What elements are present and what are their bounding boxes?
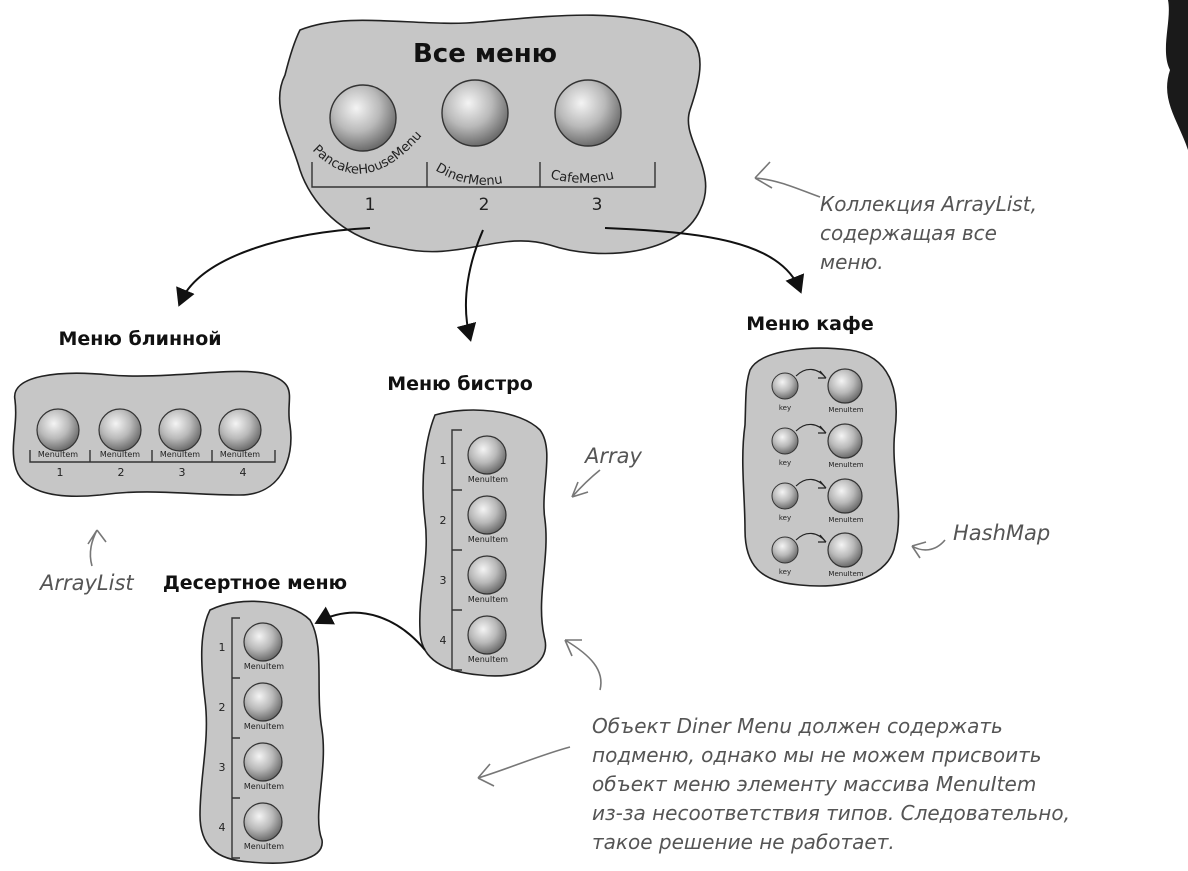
- annotation-arrow-problem-left: [478, 747, 570, 786]
- menu-item-ball-icon: [244, 803, 282, 841]
- menu-ball-icon: [330, 85, 396, 151]
- value-ball-icon: [828, 533, 862, 567]
- cafe-item-label: MenuItem: [828, 570, 863, 578]
- cafe-key-label: key: [779, 404, 791, 412]
- key-ball-icon: [772, 428, 798, 454]
- annotation-arrow-hashmap: [912, 540, 945, 558]
- annotation-arrow-arraylist-all: [755, 162, 820, 197]
- pancake-index: 1: [57, 466, 64, 479]
- pancake-menu-title: Меню блинной: [58, 328, 221, 350]
- annotation-problem-line4: из-за несоответствия типов. Следовательн…: [592, 801, 1070, 825]
- cafe-key-label: key: [779, 459, 791, 467]
- diner-item-label: MenuItem: [468, 655, 508, 664]
- value-ball-icon: [828, 369, 862, 403]
- cafe-menu-title: Меню кафе: [746, 313, 873, 335]
- cafe-key-label: key: [779, 568, 791, 576]
- pancake-index: 4: [240, 466, 247, 479]
- index-1: 1: [365, 195, 376, 215]
- diner-menu-title: Меню бистро: [387, 373, 533, 395]
- diner-item-label: MenuItem: [468, 475, 508, 484]
- pancake-item-label: MenuItem: [160, 450, 200, 459]
- annotation-arrow-array: [572, 470, 600, 497]
- diner-index: 2: [440, 514, 447, 527]
- cafe-item-label: MenuItem: [828, 461, 863, 469]
- index-3: 3: [592, 195, 603, 215]
- dessert-item-label: MenuItem: [244, 722, 284, 731]
- pancake-item-label: MenuItem: [220, 450, 260, 459]
- diner-index: 1: [440, 454, 447, 467]
- pancake-item-label: MenuItem: [100, 450, 140, 459]
- diner-item-label: MenuItem: [468, 535, 508, 544]
- diner-menu-group: Меню бистро MenuItem MenuItem MenuItem M…: [387, 373, 547, 676]
- cafe-menu-blob: [743, 348, 899, 586]
- cafe-menu-group: Меню кафе key key key key MenuItem MenuI…: [743, 313, 899, 586]
- pancake-item-label: MenuItem: [38, 450, 78, 459]
- menu-item-ball-icon: [244, 623, 282, 661]
- annotation-arrow-arraylist: [88, 530, 106, 566]
- value-ball-icon: [828, 424, 862, 458]
- annotation-array: Array: [583, 444, 643, 468]
- annotation-arraylist-all-line3: меню.: [820, 250, 884, 274]
- arrow-to-pancake: [180, 228, 370, 303]
- key-ball-icon: [772, 537, 798, 563]
- menu-item-ball-icon: [244, 743, 282, 781]
- index-2: 2: [479, 195, 490, 215]
- annotation-hashmap: HashMap: [953, 521, 1050, 545]
- pancake-index: 3: [179, 466, 186, 479]
- dessert-index: 3: [219, 761, 226, 774]
- dessert-item-label: MenuItem: [244, 842, 284, 851]
- menu-ball-icon: [442, 80, 508, 146]
- pancake-menu-group: Меню блинной MenuItem MenuItem MenuItem …: [13, 328, 291, 496]
- value-ball-icon: [828, 479, 862, 513]
- dessert-index: 2: [219, 701, 226, 714]
- menu-item-ball-icon: [219, 409, 261, 451]
- annotation-arraylist: ArrayList: [38, 571, 134, 595]
- annotation-arraylist-all-line2: содержащая все: [820, 221, 997, 245]
- dessert-item-label: MenuItem: [244, 782, 284, 791]
- dessert-index: 1: [219, 641, 226, 654]
- menu-item-ball-icon: [99, 409, 141, 451]
- cafe-key-label: key: [779, 514, 791, 522]
- key-ball-icon: [772, 373, 798, 399]
- menu-ball-icon: [555, 80, 621, 146]
- annotation-problem-line5: такое решение не работает.: [592, 830, 895, 854]
- all-menus-group: Все меню PancakeHouseMenu DinerMenu Cafe…: [280, 15, 706, 253]
- diner-index: 4: [440, 634, 447, 647]
- annotation-arrow-problem-up: [565, 640, 601, 690]
- arrow-to-dessert: [318, 613, 425, 650]
- dessert-item-label: MenuItem: [244, 662, 284, 671]
- menu-item-ball-icon: [468, 436, 506, 474]
- annotation-arraylist-all-line1: Коллекция ArrayList,: [820, 192, 1037, 216]
- annotation-problem-line3: объект меню элементу массива MenuItem: [592, 772, 1036, 796]
- menu-item-ball-icon: [37, 409, 79, 451]
- cafe-item-label: MenuItem: [828, 406, 863, 414]
- menu-item-ball-icon: [468, 556, 506, 594]
- menu-item-ball-icon: [244, 683, 282, 721]
- menu-item-ball-icon: [159, 409, 201, 451]
- menu-item-ball-icon: [468, 616, 506, 654]
- annotation-problem-line2: подменю, однако мы не можем присвоить: [592, 743, 1042, 767]
- dessert-menu-title: Десертное меню: [163, 572, 347, 594]
- dessert-index: 4: [219, 821, 226, 834]
- pancake-index: 2: [118, 466, 125, 479]
- corner-figure: [1166, 0, 1188, 150]
- menu-item-ball-icon: [468, 496, 506, 534]
- diner-index: 3: [440, 574, 447, 587]
- dessert-menu-group: Десертное меню MenuItem MenuItem MenuIte…: [163, 572, 347, 863]
- diner-item-label: MenuItem: [468, 595, 508, 604]
- cafe-item-label: MenuItem: [828, 516, 863, 524]
- all-menus-title: Все меню: [413, 39, 557, 69]
- annotation-problem-line1: Объект Diner Menu должен содержать: [592, 714, 1003, 738]
- key-ball-icon: [772, 483, 798, 509]
